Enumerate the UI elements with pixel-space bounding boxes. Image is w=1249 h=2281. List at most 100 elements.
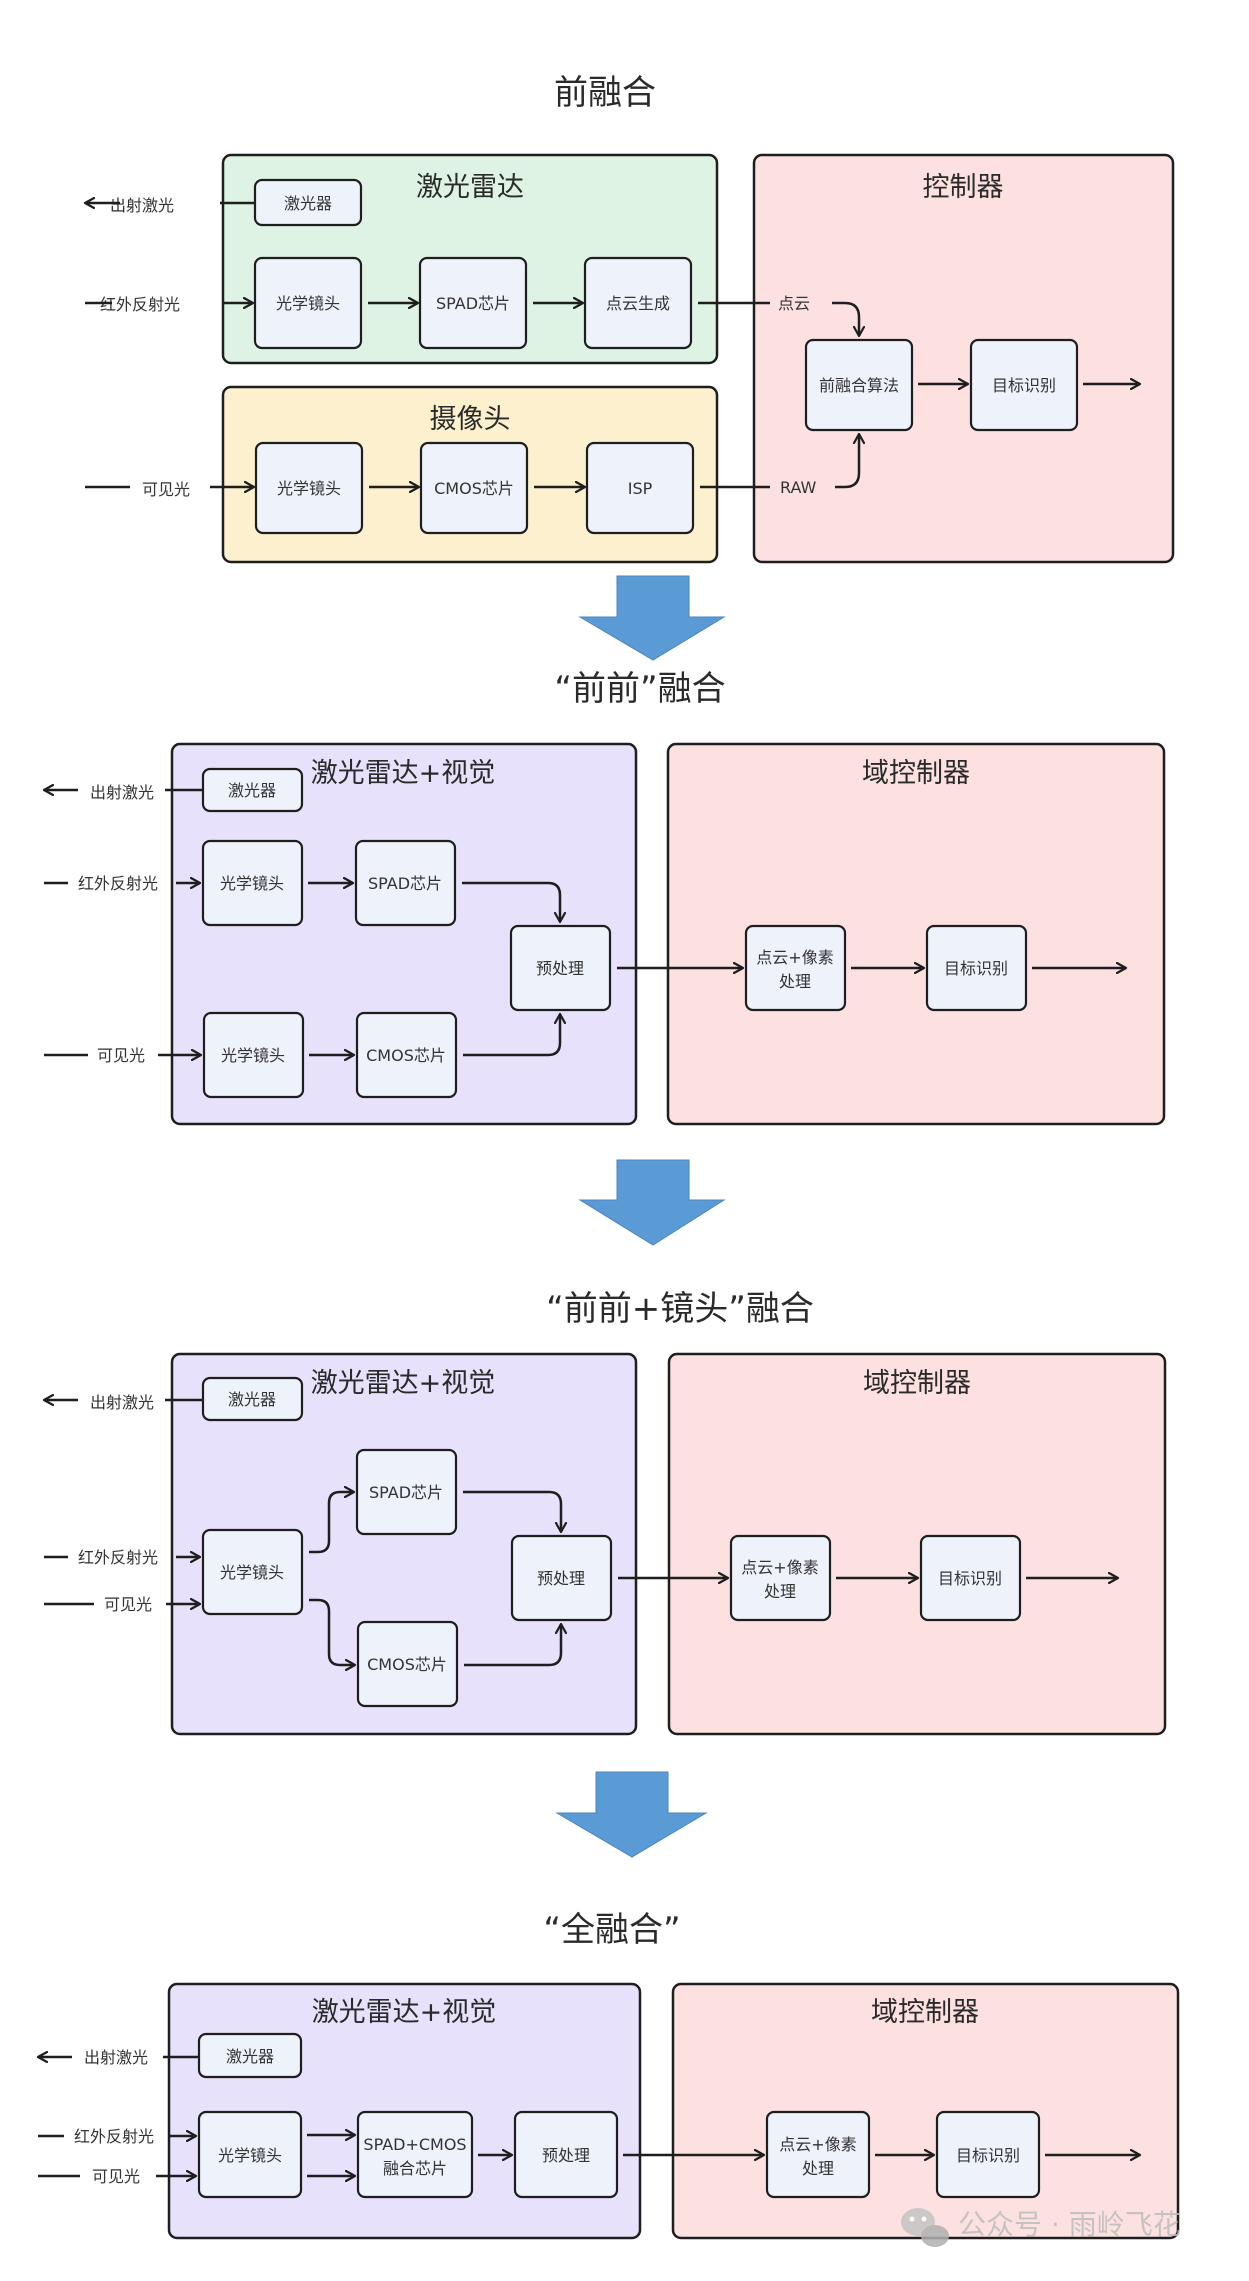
group-title-controller: 域控制器 xyxy=(871,1997,979,2028)
group-title-controller: 控制器 xyxy=(923,172,1004,203)
node-label: 点云+像素 xyxy=(779,2135,856,2154)
node-label: 处理 xyxy=(779,972,811,991)
node-label: 目标识别 xyxy=(992,376,1056,395)
node-label: 激光器 xyxy=(226,2047,274,2066)
node-fusion-algorithm xyxy=(804,338,914,432)
node-label: SPAD芯片 xyxy=(368,874,442,893)
input-label-laser-out: 出射激光 xyxy=(110,196,174,215)
input-label-visible: 可见光 xyxy=(92,2167,140,2186)
node-label: CMOS芯片 xyxy=(366,1046,446,1065)
node-spad xyxy=(355,1448,458,1536)
node-label: 目标识别 xyxy=(956,2146,1020,2165)
input-label-visible: 可见光 xyxy=(142,480,190,499)
edge-label-raw: RAW xyxy=(780,478,817,497)
node-target-detect xyxy=(969,338,1079,432)
arrow-cmos-pre xyxy=(463,1014,560,1057)
input-label-ir: 红外反射光 xyxy=(78,874,158,893)
down-arrow-icon xyxy=(578,575,726,661)
group-title-sensor: 激光雷达+视觉 xyxy=(311,758,496,789)
node-preprocess xyxy=(509,924,612,1012)
section-pre-pre-fusion: “前前”融合 激光雷达+视觉 域控制器 激光器 光学镜头 SPAD芯片 光学镜头… xyxy=(44,669,1166,1126)
node-lens xyxy=(253,256,363,350)
node-label: 点云+像素 xyxy=(756,948,833,967)
node-cmos xyxy=(355,1011,458,1099)
node-target-detect xyxy=(925,924,1028,1012)
node-label: 前融合算法 xyxy=(819,376,899,395)
node-target-detect xyxy=(935,2110,1041,2199)
node-pointcloud-pixel xyxy=(744,924,847,1012)
arrow-spad-pre xyxy=(463,1490,561,1532)
node-spad-cmos-chip xyxy=(356,2110,474,2199)
group-title-sensor: 激光雷达+视觉 xyxy=(311,1368,496,1399)
node-label: 目标识别 xyxy=(938,1569,1002,1588)
input-label-visible: 可见光 xyxy=(104,1595,152,1614)
node-label: 光学镜头 xyxy=(276,294,340,313)
group-title-controller: 域控制器 xyxy=(863,1368,971,1399)
node-label: ISP xyxy=(628,479,653,498)
node-label: 目标识别 xyxy=(944,959,1008,978)
section-pre-pre-lens-fusion: “前前+镜头”融合 激光雷达+视觉 域控制器 激光器 光学镜头 SPAD芯片 C… xyxy=(44,1289,1167,1736)
node-preprocess xyxy=(510,1534,613,1622)
node-label: 光学镜头 xyxy=(277,479,341,498)
down-arrow-icon xyxy=(578,1159,726,1246)
input-label-laser-out: 出射激光 xyxy=(84,2048,148,2067)
arrow-lens-spad xyxy=(309,1492,354,1554)
node-label: 激光器 xyxy=(228,781,276,800)
node-label: 预处理 xyxy=(536,959,584,978)
node-label: 光学镜头 xyxy=(218,2146,282,2165)
input-label-ir: 红外反射光 xyxy=(100,295,180,314)
section-full-fusion: “全融合” 激光雷达+视觉 域控制器 激光器 光学镜头 SPAD+CMOS 融合… xyxy=(38,1910,1180,2240)
node-label: 光学镜头 xyxy=(220,874,284,893)
group-controller xyxy=(666,742,1166,1126)
node-label: CMOS芯片 xyxy=(434,479,514,498)
node-cmos xyxy=(419,441,529,535)
node-laser xyxy=(197,2032,303,2079)
node-label: 激光器 xyxy=(284,194,332,213)
node-isp xyxy=(585,441,695,535)
arrow-pointcloud-fusion xyxy=(832,301,859,336)
group-title-camera: 摄像头 xyxy=(430,404,511,435)
watermark: 公众号 · 雨岭飞花 xyxy=(901,2208,1181,2247)
node-label: 光学镜头 xyxy=(221,1046,285,1065)
edge-label-pointcloud: 点云 xyxy=(778,294,810,313)
node-label: 处理 xyxy=(802,2159,834,2178)
node-label: 融合芯片 xyxy=(383,2159,447,2178)
node-label: 处理 xyxy=(764,1582,796,1601)
node-pointcloud-gen xyxy=(583,256,693,350)
node-lens xyxy=(197,2110,303,2199)
node-pointcloud-pixel xyxy=(729,1534,832,1622)
node-spad xyxy=(354,839,457,927)
node-lens xyxy=(254,441,364,535)
node-preprocess xyxy=(513,2110,619,2199)
section-title: 前融合 xyxy=(554,73,656,113)
node-pointcloud-pixel xyxy=(765,2110,871,2199)
node-label: SPAD+CMOS xyxy=(363,2135,466,2154)
node-cmos xyxy=(356,1620,459,1708)
node-label: 预处理 xyxy=(537,1569,585,1588)
group-title-sensor: 激光雷达+视觉 xyxy=(312,1997,497,2028)
node-label: 预处理 xyxy=(542,2146,590,2165)
node-label: 点云生成 xyxy=(606,294,670,313)
arrow-lens-cmos xyxy=(309,1598,355,1665)
node-label: CMOS芯片 xyxy=(367,1655,447,1674)
group-controller xyxy=(667,1352,1167,1736)
node-lens xyxy=(201,839,304,927)
section-front-fusion: 前融合 激光雷达 摄像头 控制器 激光器 光学镜头 SPAD芯片 点云生成 光学… xyxy=(85,73,1175,564)
group-title-lidar: 激光雷达 xyxy=(416,172,524,203)
node-label: SPAD芯片 xyxy=(436,294,510,313)
watermark-text: 公众号 · 雨岭飞花 xyxy=(958,2208,1181,2241)
node-lens xyxy=(202,1011,305,1099)
section-title: “全融合” xyxy=(543,1910,680,1950)
arrow-spad-pre xyxy=(462,881,560,922)
input-label-ir: 红外反射光 xyxy=(78,1548,158,1567)
node-label: 激光器 xyxy=(228,1390,276,1409)
group-title-controller: 域控制器 xyxy=(862,758,970,789)
node-spad xyxy=(418,256,528,350)
node-target-detect xyxy=(919,1534,1022,1622)
node-label: 点云+像素 xyxy=(741,1558,818,1577)
group-sensor xyxy=(170,1352,638,1736)
arrow-cmos-pre xyxy=(464,1624,561,1667)
input-label-ir: 红外反射光 xyxy=(74,2127,154,2146)
arrow-raw-fusion xyxy=(835,434,859,489)
input-label-laser-out: 出射激光 xyxy=(90,1393,154,1412)
